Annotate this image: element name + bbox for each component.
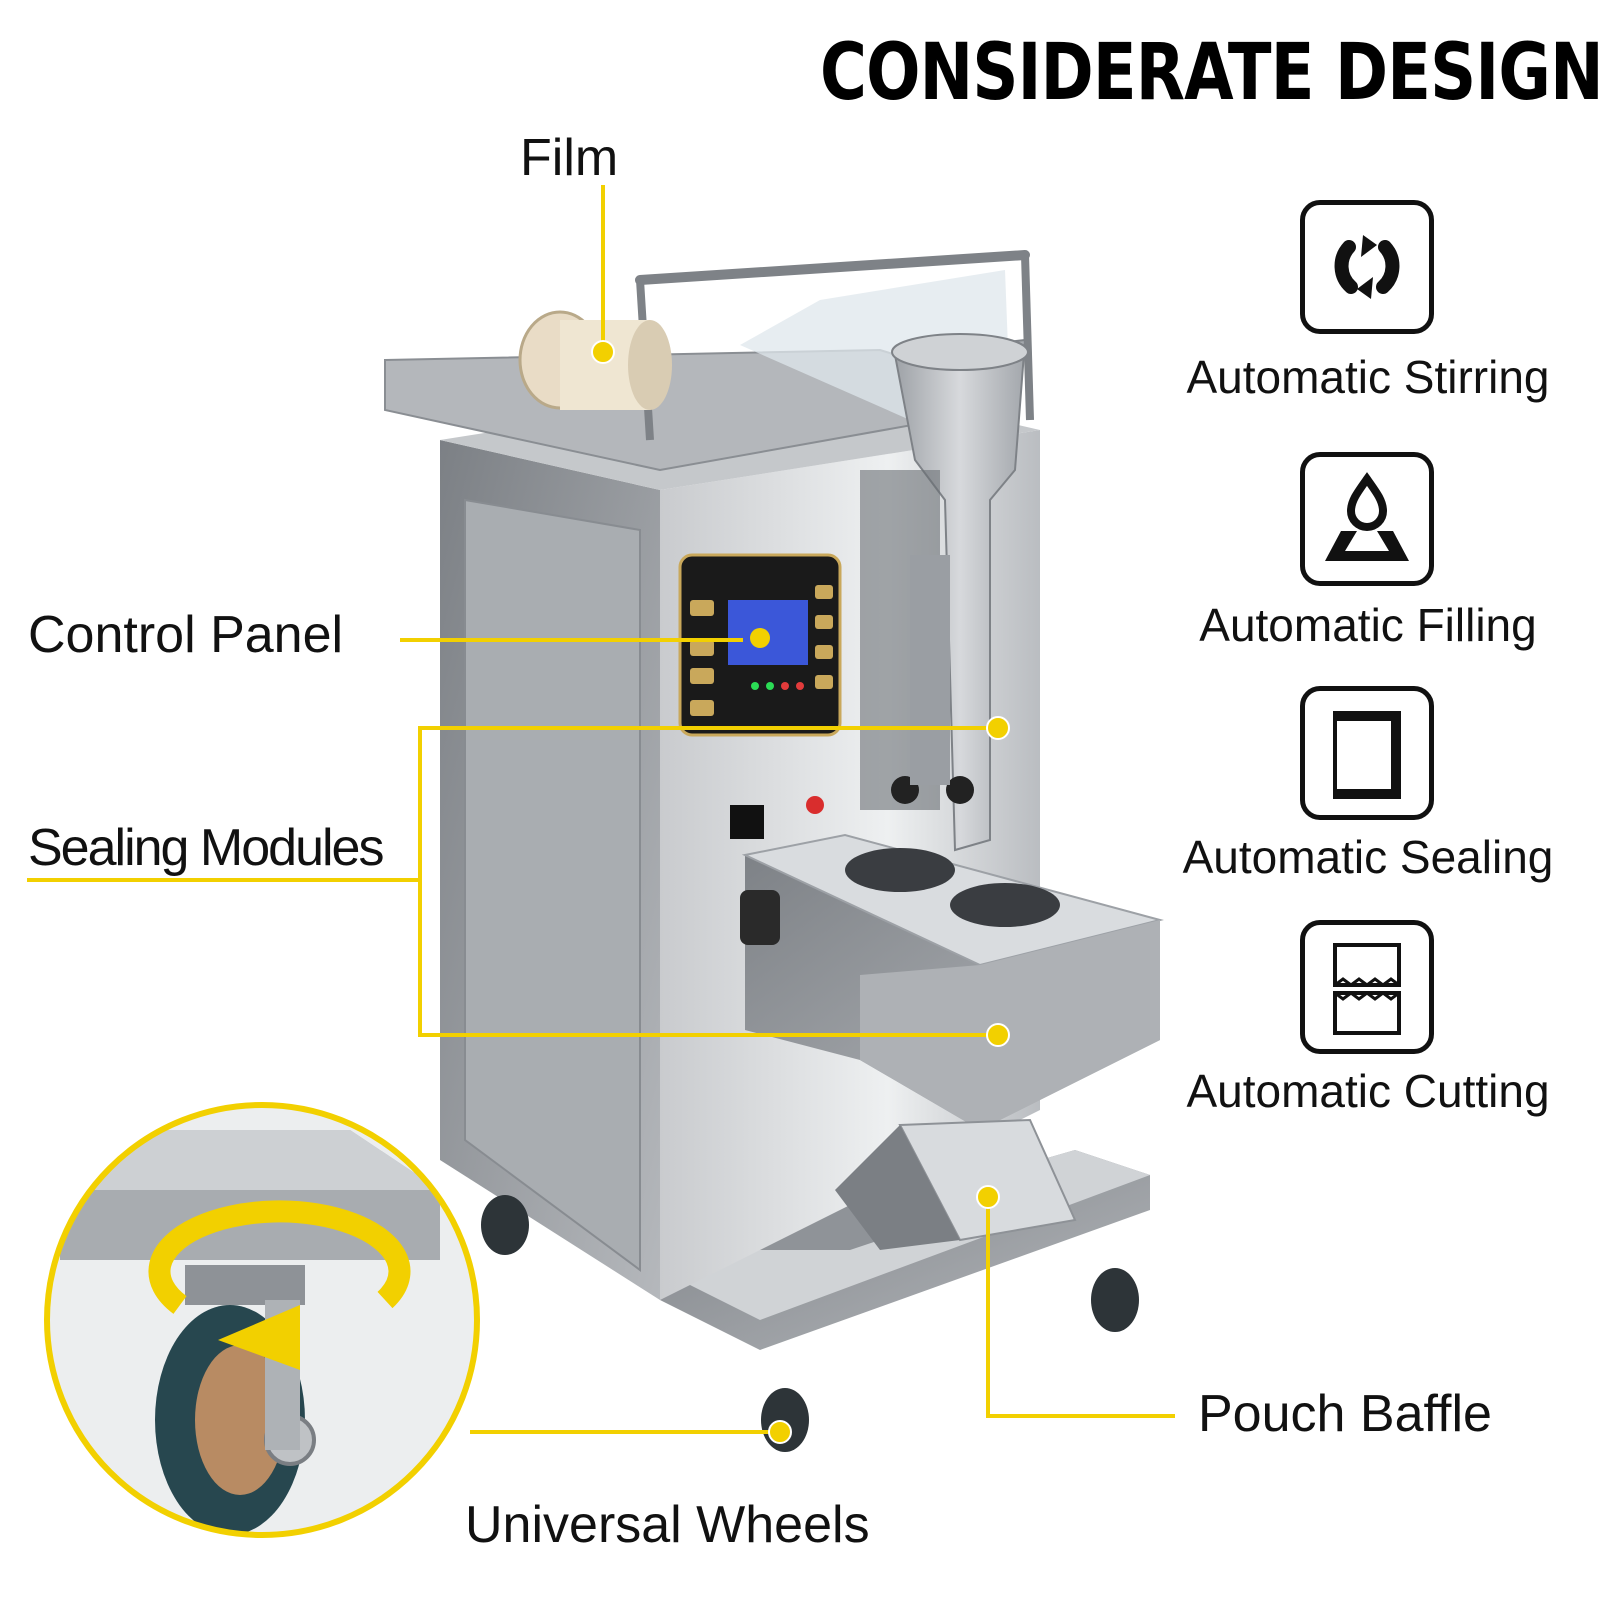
stirring-icon [1300,200,1434,334]
universal-wheels-label: Universal Wheels [465,1496,870,1554]
sealing-icon [1300,686,1434,820]
filling-icon [1300,452,1434,586]
film-frame [384,250,1034,472]
control-panel [678,553,842,839]
feature-label-filling: Automatic Filling [1199,599,1537,651]
pouch-baffle [835,1118,1077,1250]
feature-label-cutting: Automatic Cutting [1186,1065,1550,1117]
feature-label-stirring: Automatic Stirring [1186,351,1550,403]
control-panel-label: Control Panel [28,606,344,664]
feature-label-sealing: Automatic Sealing [1182,831,1554,883]
pouch-baffle-label: Pouch Baffle [1198,1385,1492,1443]
filling-tube [860,333,1029,852]
caster-zoom [44,1102,480,1538]
sealing-module [740,833,1164,1130]
sealing-modules-label: Sealing Modules [28,819,384,877]
cutting-icon [1300,920,1434,1054]
film-label: Film [520,129,619,187]
callout-dots [591,340,1010,1444]
callout-lines [27,185,1175,1434]
